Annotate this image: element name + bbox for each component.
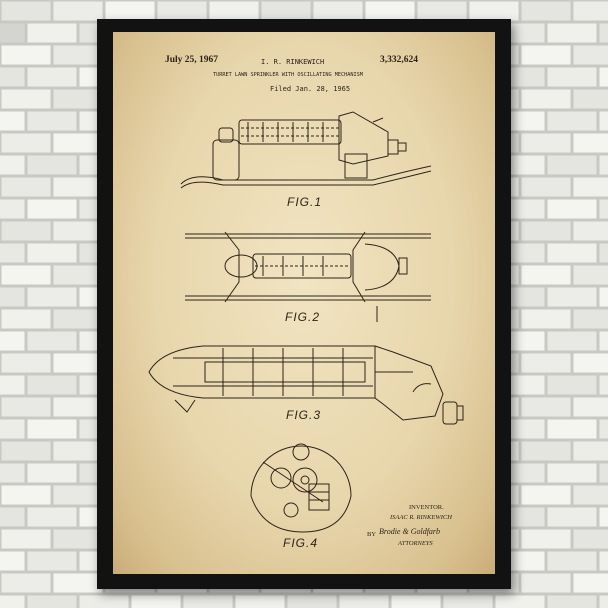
fig1-label: FIG.1 bbox=[287, 195, 323, 209]
fig4-drawing bbox=[250, 443, 352, 533]
patent-inventor-header: I. R. RINKEWICH bbox=[261, 58, 325, 66]
inventor-label: INVENTOR. bbox=[409, 504, 444, 511]
patent-title: TURRET LAWN SPRINKLER WITH OSCILLATING M… bbox=[213, 72, 363, 78]
by-label: BY bbox=[367, 531, 377, 538]
patent-poster: July 25, 1967 I. R. RINKEWICH 3,332,624 … bbox=[113, 32, 495, 574]
fig3-label: FIG.3 bbox=[286, 408, 322, 422]
fig4-label: FIG.4 bbox=[283, 536, 319, 550]
inventor-name: ISAAC R. RINKEWICH bbox=[390, 514, 452, 521]
fig1-drawing bbox=[180, 111, 432, 189]
patent-drawings bbox=[148, 111, 464, 533]
patent-date: July 25, 1967 bbox=[165, 55, 219, 65]
fig2-drawing bbox=[185, 231, 431, 322]
fig2-label: FIG.2 bbox=[285, 310, 321, 324]
attorneys-label: ATTORNEYS bbox=[398, 540, 433, 547]
fig3-drawing bbox=[148, 345, 464, 425]
patent-number: 3,332,624 bbox=[380, 55, 418, 65]
patent-filed-date: Filed Jan. 28, 1965 bbox=[270, 85, 351, 93]
attorneys-signature: Brodie & Goldfarb bbox=[379, 527, 441, 536]
